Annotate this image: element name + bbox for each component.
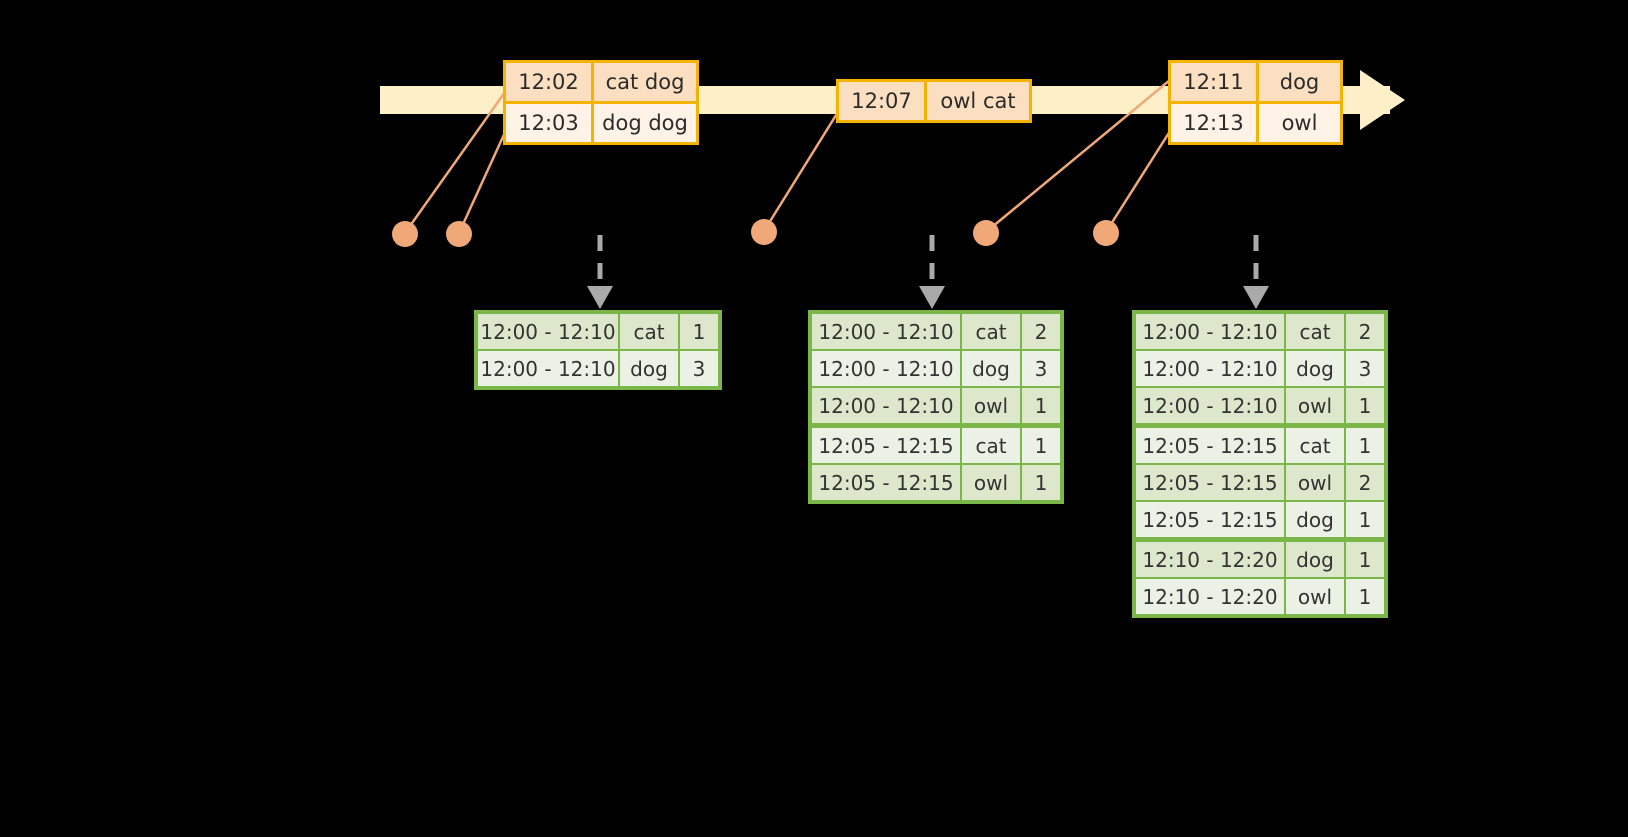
table-row[interactable]: 12:00 - 12:10 cat 2 xyxy=(812,314,1060,349)
table-row[interactable]: 12:05 - 12:15 cat 1 xyxy=(1136,428,1384,463)
cell-word: cat xyxy=(962,428,1020,463)
cell-window: 12:00 - 12:10 xyxy=(812,314,960,349)
event-time: 12:03 xyxy=(506,104,591,142)
event-time: 12:11 xyxy=(1171,63,1256,101)
table-row[interactable]: 12:10 - 12:20 dog 1 xyxy=(1136,542,1384,577)
table-row[interactable]: 12:00 - 12:10 cat 1 xyxy=(478,314,718,349)
cell-window: 12:00 - 12:10 xyxy=(478,351,618,386)
cell-window: 12:00 - 12:10 xyxy=(1136,388,1284,423)
cell-count: 2 xyxy=(1022,314,1060,349)
flow-arrowhead-1 xyxy=(587,286,613,309)
cell-count: 1 xyxy=(1346,388,1384,423)
cell-count: 1 xyxy=(1022,388,1060,423)
cell-word: cat xyxy=(620,314,678,349)
timeline-event-row[interactable]: 12:02 cat dog xyxy=(506,63,696,101)
cell-count: 3 xyxy=(1346,351,1384,386)
cell-count: 2 xyxy=(1346,465,1384,500)
cell-count: 1 xyxy=(1022,465,1060,500)
cell-word: owl xyxy=(962,465,1020,500)
table-row[interactable]: 12:00 - 12:10 owl 1 xyxy=(1136,388,1384,423)
table-row[interactable]: 12:05 - 12:15 dog 1 xyxy=(1136,502,1384,537)
cell-word: dog xyxy=(962,351,1020,386)
timeline-event-row[interactable]: 12:11 dog xyxy=(1171,63,1340,101)
cell-window: 12:00 - 12:10 xyxy=(478,314,618,349)
cell-count: 1 xyxy=(1022,428,1060,463)
timeline-event-row[interactable]: 12:07 owl cat xyxy=(839,82,1029,120)
result-table-2[interactable]: 12:00 - 12:10 cat 2 12:00 - 12:10 dog 3 … xyxy=(808,310,1064,504)
cell-count: 1 xyxy=(1346,428,1384,463)
event-words: dog dog xyxy=(591,104,696,142)
cell-window: 12:00 - 12:10 xyxy=(1136,314,1284,349)
cell-count: 3 xyxy=(1022,351,1060,386)
cell-word: owl xyxy=(1286,465,1344,500)
table-row[interactable]: 12:05 - 12:15 owl 1 xyxy=(812,465,1060,500)
cell-count: 1 xyxy=(1346,542,1384,577)
cell-window: 12:05 - 12:15 xyxy=(1136,502,1284,537)
cell-word: owl xyxy=(1286,388,1344,423)
cell-count: 3 xyxy=(680,351,718,386)
cell-count: 1 xyxy=(680,314,718,349)
cell-window: 12:05 - 12:15 xyxy=(1136,428,1284,463)
cell-window: 12:10 - 12:20 xyxy=(1136,579,1284,614)
cell-window: 12:00 - 12:10 xyxy=(812,388,960,423)
table-row[interactable]: 12:00 - 12:10 dog 3 xyxy=(478,351,718,386)
flow-arrowhead-3 xyxy=(1243,286,1269,309)
result-table-1[interactable]: 12:00 - 12:10 cat 1 12:00 - 12:10 dog 3 xyxy=(474,310,722,390)
table-row[interactable]: 12:00 - 12:10 dog 3 xyxy=(1136,351,1384,386)
timeline-event-row[interactable]: 12:03 dog dog xyxy=(506,101,696,142)
connector-dots xyxy=(392,219,1119,247)
cell-word: cat xyxy=(1286,314,1344,349)
event-words: owl cat xyxy=(924,82,1029,120)
cell-word: dog xyxy=(1286,502,1344,537)
table-row[interactable]: 12:10 - 12:20 owl 1 xyxy=(1136,579,1384,614)
event-time: 12:13 xyxy=(1171,104,1256,142)
event-words: cat dog xyxy=(591,63,696,101)
cell-window: 12:05 - 12:15 xyxy=(812,465,960,500)
cell-window: 12:00 - 12:10 xyxy=(812,351,960,386)
timeline-event-group-2[interactable]: 12:07 owl cat xyxy=(836,79,1032,123)
event-words: dog xyxy=(1256,63,1340,101)
cell-window: 12:00 - 12:10 xyxy=(1136,351,1284,386)
timeline-event-row[interactable]: 12:13 owl xyxy=(1171,101,1340,142)
result-table-3[interactable]: 12:00 - 12:10 cat 2 12:00 - 12:10 dog 3 … xyxy=(1132,310,1388,618)
event-time: 12:02 xyxy=(506,63,591,101)
table-row[interactable]: 12:00 - 12:10 cat 2 xyxy=(1136,314,1384,349)
cell-count: 1 xyxy=(1346,579,1384,614)
cell-word: dog xyxy=(1286,351,1344,386)
cell-window: 12:05 - 12:15 xyxy=(1136,465,1284,500)
cell-window: 12:05 - 12:15 xyxy=(812,428,960,463)
event-time: 12:07 xyxy=(839,82,924,120)
cell-word: owl xyxy=(962,388,1020,423)
table-row[interactable]: 12:00 - 12:10 dog 3 xyxy=(812,351,1060,386)
cell-window: 12:10 - 12:20 xyxy=(1136,542,1284,577)
cell-word: cat xyxy=(962,314,1020,349)
table-row[interactable]: 12:05 - 12:15 owl 2 xyxy=(1136,465,1384,500)
table-row[interactable]: 12:05 - 12:15 cat 1 xyxy=(812,428,1060,463)
cell-count: 2 xyxy=(1346,314,1384,349)
cell-word: cat xyxy=(1286,428,1344,463)
timeline-event-group-3[interactable]: 12:11 dog 12:13 owl xyxy=(1168,60,1343,145)
cell-word: owl xyxy=(1286,579,1344,614)
cell-word: dog xyxy=(620,351,678,386)
cell-word: dog xyxy=(1286,542,1344,577)
cell-count: 1 xyxy=(1346,502,1384,537)
table-row[interactable]: 12:00 - 12:10 owl 1 xyxy=(812,388,1060,423)
flow-arrowhead-2 xyxy=(919,286,945,309)
timeline-event-group-1[interactable]: 12:02 cat dog 12:03 dog dog xyxy=(503,60,699,145)
event-words: owl xyxy=(1256,104,1340,142)
